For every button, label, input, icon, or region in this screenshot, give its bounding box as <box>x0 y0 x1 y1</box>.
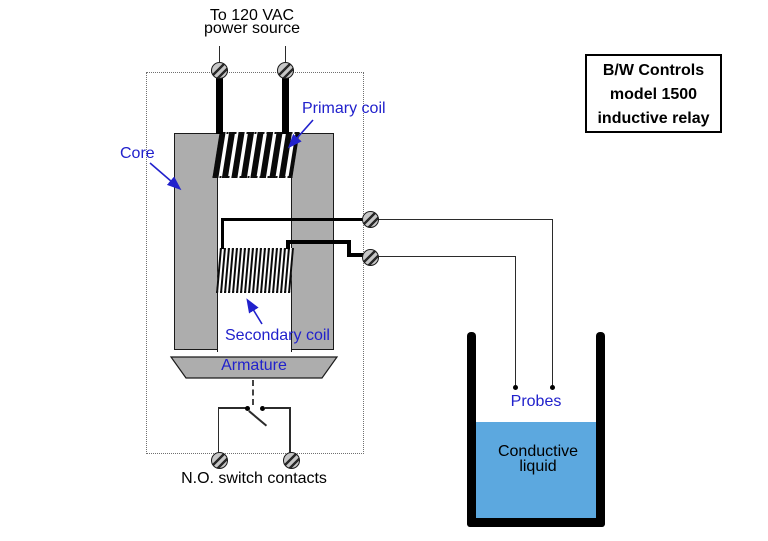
switch-contact-left <box>245 405 250 411</box>
probe-wire-right-vertical <box>551 218 553 386</box>
core-label: Core <box>120 145 155 162</box>
power-lead-right <box>284 46 286 62</box>
secondary-lead-b-stub <box>286 240 290 249</box>
switch-contact-right <box>260 405 265 411</box>
terminal-screw-power-right <box>276 61 294 79</box>
terminal-screw-probe-top <box>361 210 379 228</box>
terminal-screw-switch-left <box>210 451 228 469</box>
probe-tip-right <box>549 384 555 390</box>
primary-coil-label: Primary coil <box>302 100 386 117</box>
secondary-lead-b-vertical <box>347 240 351 256</box>
secondary-coil-label: Secondary coil <box>225 327 330 344</box>
info-box-line1: B/W Controls <box>602 62 705 79</box>
power-source-label: To 120 VAC power source <box>203 7 301 37</box>
power-lead-left <box>218 46 220 62</box>
probe-wire-left-vertical <box>514 256 516 385</box>
secondary-lead-a-vertical <box>221 218 224 249</box>
switch-contacts-label: N.O. switch contacts <box>181 470 327 487</box>
conductive-liquid <box>476 422 596 518</box>
power-source-line2: power source <box>203 20 301 37</box>
secondary-lead-b-horizontal1 <box>286 240 351 244</box>
power-wire-left <box>215 74 223 134</box>
info-box-line3: inductive relay <box>597 110 710 127</box>
tank-wall-left <box>467 332 476 527</box>
power-source-line1: To 120 VAC <box>209 7 295 24</box>
switch-wire-right <box>264 407 291 409</box>
primary-coil-winding <box>212 132 300 178</box>
probes-label: Probes <box>510 393 562 410</box>
tank-bottom <box>467 518 605 527</box>
conductive-liquid-label: Conductive liquid <box>497 443 579 475</box>
conductive-liquid-line2: liquid <box>519 458 557 475</box>
probe-wire-top-horizontal <box>378 218 552 220</box>
secondary-lead-b-horizontal2 <box>347 253 366 257</box>
armature-label: Armature <box>221 357 287 374</box>
info-box-line2: model 1500 <box>609 86 698 103</box>
terminal-screw-switch-right <box>282 451 300 469</box>
terminal-screw-probe-bottom <box>361 248 379 266</box>
switch-leg-left <box>217 407 219 453</box>
tank-wall-right <box>596 332 605 527</box>
probe-tip-left <box>512 384 518 390</box>
armature-linkage-dashed-line <box>252 380 254 405</box>
info-box: B/W Controls model 1500 inductive relay <box>585 54 722 133</box>
switch-leg-right <box>289 407 291 453</box>
terminal-screw-power-left <box>210 61 228 79</box>
probe-wire-bottom-horizontal <box>378 256 515 257</box>
power-wire-right <box>281 74 289 134</box>
secondary-lead-a-horizontal <box>221 218 366 221</box>
conductive-liquid-line1: Conductive <box>497 443 579 460</box>
secondary-coil-winding <box>216 248 294 293</box>
armature-shape <box>169 356 339 379</box>
switch-wire-left <box>217 407 246 409</box>
